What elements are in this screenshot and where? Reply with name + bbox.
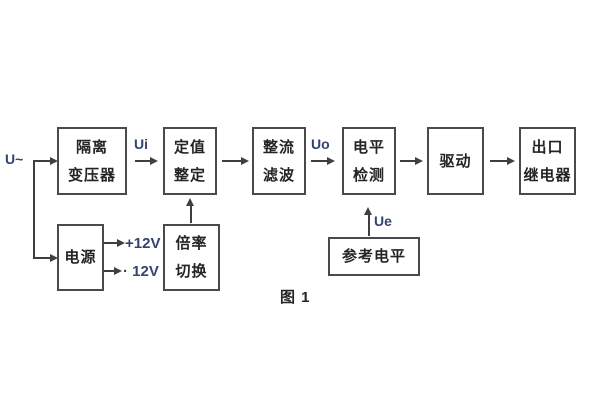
connector-rectifier-to-detect	[311, 160, 328, 162]
arrowhead-minus12v-icon	[114, 267, 122, 275]
connector-drive-to-relay	[490, 160, 508, 162]
uo-signal-label: Uo	[311, 136, 330, 152]
arrowhead-setting-rectifier-icon	[241, 157, 249, 165]
connector-setting-to-rectifier	[222, 160, 242, 162]
block-label-line: 电平	[352, 138, 385, 156]
arrowhead-ui-icon	[150, 157, 158, 165]
arrowhead-ue-up-icon	[364, 207, 372, 215]
block-isolation-transformer: 隔离 变压器	[57, 127, 127, 195]
connector-power-minus12v	[104, 270, 115, 272]
connector-input-to-transformer	[33, 160, 51, 162]
block-label-line: 隔离	[75, 138, 108, 156]
arrowhead-detect-drive-icon	[415, 157, 423, 165]
block-label-line: 变压器	[67, 166, 116, 184]
block-label-line: 倍率	[175, 235, 208, 252]
block-label-line: 检测	[352, 166, 385, 184]
block-rectify-filter: 整流 滤波	[252, 127, 306, 195]
connector-input-branch-down	[33, 160, 35, 259]
connector-ratio-to-setting	[190, 205, 192, 223]
block-label-line: 定值	[173, 138, 206, 156]
block-label-line: 电源	[64, 249, 97, 266]
block-label-line: 整流	[262, 138, 295, 156]
connector-power-plus12v	[104, 242, 118, 244]
arrowhead-plus12v-icon	[117, 239, 125, 247]
block-value-setting: 定值 整定	[163, 127, 217, 195]
ui-signal-label: Ui	[134, 136, 148, 152]
figure-caption: 图 1	[280, 289, 311, 306]
block-label-line: 滤波	[262, 166, 295, 184]
block-label-line: 继电器	[523, 166, 572, 184]
arrowhead-drive-relay-icon	[507, 157, 515, 165]
connector-input-to-power	[33, 257, 51, 259]
block-label-line: 整定	[173, 166, 206, 184]
arrowhead-uo-icon	[327, 157, 335, 165]
block-drive: 驱动	[427, 127, 484, 195]
ue-signal-label: Ue	[374, 213, 392, 229]
arrowhead-ratio-up-icon	[186, 198, 194, 206]
connector-detect-to-drive	[400, 160, 416, 162]
connector-transformer-to-setting	[135, 160, 151, 162]
block-label-line: 切换	[175, 263, 208, 280]
block-ratio-switch: 倍率 切换	[163, 224, 220, 291]
arrowhead-into-power-icon	[50, 254, 58, 262]
plus-12v-label: +12V	[125, 235, 161, 252]
input-voltage-label: U~	[5, 151, 24, 167]
minus-12v-label: · 12V	[123, 263, 159, 280]
block-reference-level: 参考电平	[328, 237, 420, 276]
arrowhead-into-transformer-icon	[50, 157, 58, 165]
block-output-relay: 出口 继电器	[519, 127, 576, 195]
block-label-line: 驱动	[439, 152, 472, 170]
connector-reference-to-detect	[368, 214, 370, 236]
block-label-line: 参考电平	[341, 248, 406, 265]
block-level-detect: 电平 检测	[342, 127, 396, 195]
block-label-line: 出口	[531, 138, 564, 156]
block-power-supply: 电源	[57, 224, 104, 291]
